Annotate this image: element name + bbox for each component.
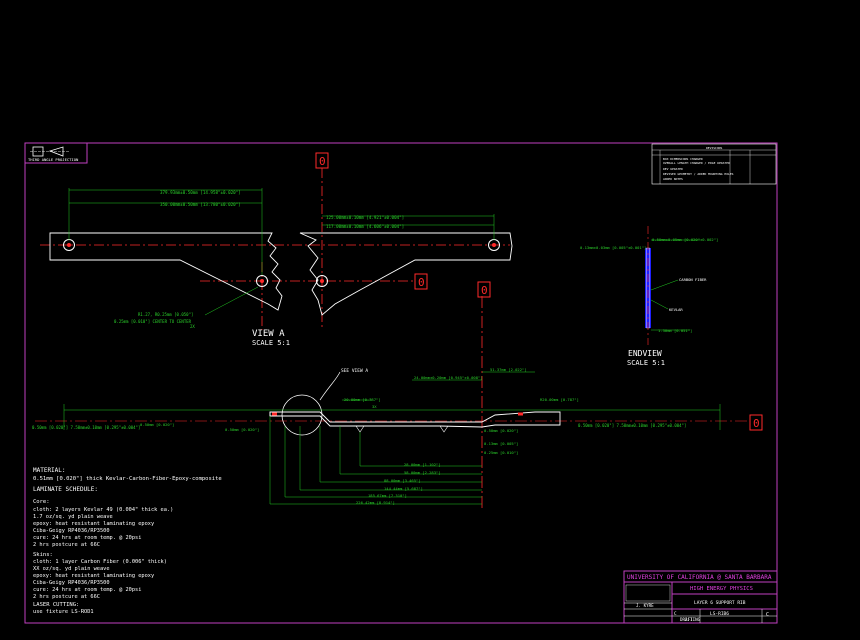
skins-line: epoxy: heat resistant laminating epoxy: [33, 573, 154, 579]
core-line: epoxy: heat resistant laminating epoxy: [33, 521, 154, 527]
end-view-dim-top: 0.50mm±0.05mm [0.020"±0.002"]: [652, 237, 718, 242]
view-a-dim-right-2: 117.00mm±0.10mm [4.606"±0.004"]: [326, 224, 404, 229]
view-a-title: VIEW A: [252, 329, 285, 339]
datum-marker-side-right: 0: [749, 414, 763, 431]
side-view: SEE VIEW A 0.50mm [0.020"] 7.50mm±0.10mm…: [32, 296, 748, 510]
title-dwg-type: DRAFTING: [680, 617, 701, 622]
svg-text:0: 0: [319, 155, 326, 168]
end-view-scale: SCALE 5:1: [627, 359, 665, 367]
laser-header: LASER CUTTING:: [33, 602, 79, 608]
notes: MATERIAL: 0.51mm [0.020"] thick Kevlar-C…: [33, 467, 222, 615]
carbon-fiber-layer: [645, 248, 651, 328]
side-dim-c1: 0.13mm [0.005"]: [484, 441, 518, 446]
title-institution: UNIVERSITY OF CALIFORNIA @ SANTA BARBARA: [627, 574, 772, 581]
revision-header: REVISIONS: [706, 146, 722, 150]
svg-text:0: 0: [418, 276, 425, 289]
title-department: HIGH ENERGY PHYSICS: [690, 586, 753, 592]
skins-line: cure: 24 hrs at room temp. @ 20psi: [33, 587, 141, 593]
view-a-note-1: R1.27, R0.25mm [0.050"]: [138, 312, 193, 317]
core-line: 1.7 oz/sq. yd plain weave: [33, 514, 113, 520]
view-a-note-3: 2X: [190, 324, 195, 329]
revision-row: BOX DIMENSIONS CHANGED: [663, 157, 703, 161]
side-dim-top-d: 3X: [372, 404, 377, 409]
view-a-dim-top-2: 350.00mm±0.50mm [13.780"±0.020"]: [160, 202, 241, 207]
title-dwg-no: LS-RIB6: [710, 611, 729, 617]
core-line: 2 hrs postcure at 66C: [33, 542, 100, 548]
side-dim-mid-left: 0.50mm [0.020"]: [140, 422, 174, 427]
end-view-label-fiber: CARBON FIBER: [679, 277, 707, 282]
core-line: cloth: 2 layers Kevlar 49 (0.004" thick …: [33, 507, 173, 513]
view-a-dim-right-1: 125.00mm±0.10mm [4.921"±0.004"]: [326, 215, 404, 220]
datum-marker-side-top: 0: [477, 281, 491, 298]
svg-text:0: 0: [753, 417, 760, 430]
view-a-note-2: 0.25mm [0.010"] CENTER TO CENTER: [114, 319, 192, 324]
side-chain-dim: 88.00mm [3.465"]: [384, 478, 421, 483]
revision-row: REVISED GEOMETRY / ADDED MOUNTING HOLES: [663, 172, 734, 176]
end-view-label-kevlar: KEVLAR: [669, 307, 683, 312]
side-dim-top-a: 24.00mm±0.20mm [0.945"±0.008"]: [414, 375, 483, 380]
side-dim-left: 0.50mm [0.020"] 7.50mm±0.10mm [0.295"±0.…: [32, 425, 140, 430]
skins-header: Skins:: [33, 552, 53, 558]
material-text: 0.51mm [0.020"] thick Kevlar-Carbon-Fibe…: [33, 476, 222, 482]
skins-line: Ciba-Geigy RP4036/RP3500: [33, 580, 110, 586]
side-dim-c3: 0.50mm [0.020"]: [484, 428, 518, 433]
side-dim-mid-right: 0.50mm [0.020"]: [225, 427, 259, 432]
side-dim-right: 0.50mm [0.020"] 7.50mm±0.10mm [0.295"±0.…: [578, 423, 686, 428]
revision-row: OVERALL LENGTH CHANGED / EDGE UPDATED: [663, 161, 730, 165]
title-block: UNIVERSITY OF CALIFORNIA @ SANTA BARBARA…: [623, 570, 778, 624]
projection-symbol: THIRD ANGLE PROJECTION: [24, 142, 88, 164]
side-chain-dim: 28.00mm [1.102"]: [404, 462, 441, 467]
end-view-dim-left: 0.13mm±0.03mm [0.005"±0.001"]: [580, 245, 646, 250]
view-a-dim-top-1: 379.93mm±0.50mm [14.958"±0.020"]: [160, 190, 241, 195]
sheet-border: [24, 142, 778, 624]
title-scale: 2:1: [685, 617, 693, 622]
side-dim-top-b: 51.37mm [2.022"]: [490, 367, 527, 372]
projection-label: THIRD ANGLE PROJECTION: [28, 157, 79, 162]
core-line: cure: 24 hrs at room temp. @ 20psi: [33, 535, 141, 541]
side-dim-c2: 0.25mm [0.010"]: [484, 450, 518, 455]
end-view-title: ENDVIEW: [628, 349, 662, 358]
title-drawing-name: LAYER 6 SUPPORT RIB: [694, 600, 746, 606]
side-dim-top-c: 20.00mm [0.787"]: [344, 397, 381, 402]
laminate-header: LAMINATE SCHEDULE:: [33, 486, 98, 493]
core-line: Ciba-Geigy RP4036/RP3500: [33, 528, 110, 534]
see-view-a: SEE VIEW A: [341, 368, 368, 374]
view-a-scale: SCALE 5:1: [252, 339, 290, 347]
datum-marker-view-a-right: 0: [414, 273, 428, 290]
revision-block: REVISIONS BOX DIMENSIONS CHANGED OVERALL…: [651, 143, 777, 185]
side-dim-top-e: R20.00mm [0.787"]: [540, 397, 579, 402]
side-chain-dim: 144.44mm [5.687"]: [384, 486, 423, 491]
end-view-dim-bottom: 1.30mm [0.051"]: [658, 328, 692, 333]
laser-text: use fixture LS-ROD1: [33, 609, 94, 615]
skins-line: cloth: 1 layer Carbon Fiber (0.006" thic…: [33, 559, 167, 565]
title-drawn-by: J. KYRE: [636, 603, 654, 608]
end-view: 0.50mm±0.05mm [0.020"±0.002"] 0.13mm±0.0…: [580, 226, 718, 367]
side-chain-dim: 185.67mm [7.310"]: [368, 493, 407, 498]
material-header: MATERIAL:: [33, 467, 66, 474]
view-a: 379.93mm±0.50mm [14.958"±0.020"] 350.00m…: [40, 168, 513, 347]
title-size: C: [674, 611, 677, 616]
svg-text:0: 0: [481, 284, 488, 297]
side-chain-dim: 226.42mm [8.914"]: [356, 500, 395, 505]
title-rev: C: [766, 612, 769, 618]
core-header: Core:: [33, 499, 50, 505]
skins-line: XX oz/sq. yd plain weave: [33, 566, 110, 572]
revision-row: REV UPDATED: [663, 167, 683, 171]
revision-row: ADDED NOTES: [663, 177, 683, 181]
side-chain-dim: 58.00mm [2.283"]: [404, 470, 441, 475]
skins-line: 2 hrs postcure at 66C: [33, 594, 100, 600]
